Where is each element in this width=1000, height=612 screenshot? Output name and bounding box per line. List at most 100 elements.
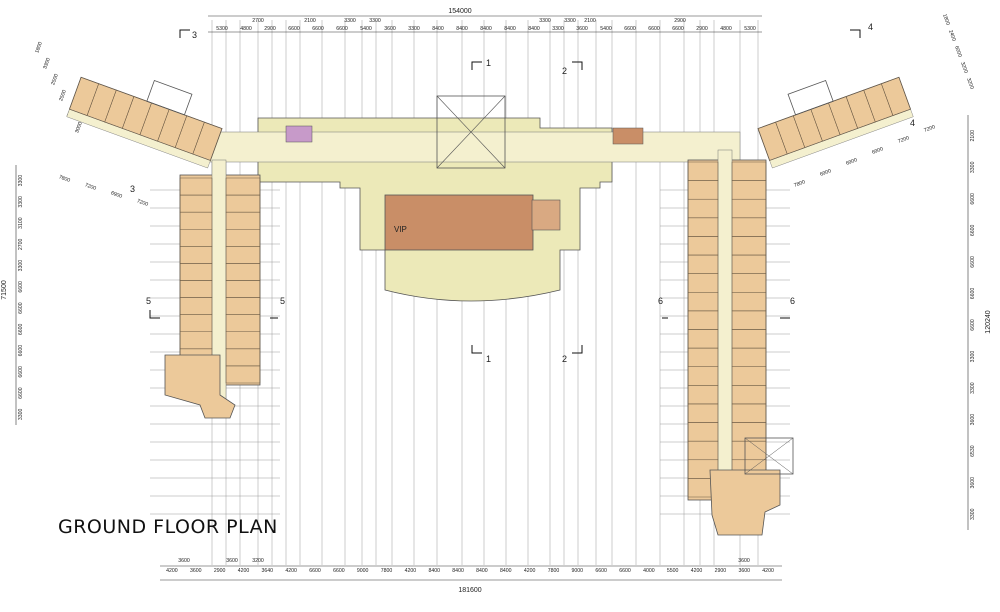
dimension-label: 5300: [216, 26, 228, 32]
dimension-label: 6600: [18, 323, 24, 335]
dimension-label: 3300: [539, 18, 551, 24]
right-dimension-chain: 2100330066006600660066006600330033003600…: [793, 13, 976, 530]
dimension-label: 3200: [959, 61, 969, 74]
dimension-label: 2900: [696, 26, 708, 32]
section-marker-3-top: 3: [192, 30, 197, 40]
dimension-label: 6600: [18, 281, 24, 293]
dimension-label: 2100: [970, 130, 976, 142]
guest-room: [225, 365, 261, 384]
dimension-label: 6600: [619, 568, 631, 574]
dimension-label: 4200: [524, 568, 536, 574]
dimension-label: 6600: [333, 568, 345, 574]
dimension-label: 8400: [528, 26, 540, 32]
dimension-label: 2700: [18, 238, 24, 250]
central-lobby: VIP: [209, 95, 741, 302]
dimension-label: 3000: [74, 121, 84, 134]
dimension-label: 3600: [384, 26, 396, 32]
dimension-label: 2500: [50, 73, 60, 86]
top-total-dimension: 154000: [448, 8, 471, 15]
dimension-label: 7800: [793, 179, 806, 189]
section-markers: [149, 29, 861, 354]
plan-title: GROUND FLOOR PLAN: [58, 516, 278, 538]
dimension-label: 2900: [715, 568, 727, 574]
dimension-label: 6000: [953, 45, 963, 58]
dimension-label: 8400: [504, 26, 516, 32]
dimension-label: 6600: [595, 568, 607, 574]
dimension-label: 8400: [476, 568, 488, 574]
dimension-label: 3300: [18, 260, 24, 272]
dimension-label: 6600: [970, 319, 976, 331]
dimension-label: 6600: [309, 568, 321, 574]
dimension-label: 3640: [262, 568, 274, 574]
dimension-label: 3100: [18, 217, 24, 229]
dimension-label: 7800: [58, 174, 71, 184]
dimension-label: 3600: [970, 477, 976, 489]
guest-room: [880, 76, 911, 116]
dimension-label: 8400: [456, 26, 468, 32]
left-angled-wing: [66, 76, 223, 169]
dimension-label: 7800: [548, 568, 560, 574]
dimension-label: 3300: [18, 408, 24, 420]
dimension-label: 6600: [18, 387, 24, 399]
dimension-label: 3600: [738, 558, 750, 564]
dimension-label: 6900: [819, 168, 832, 178]
dimension-label: 4200: [166, 568, 178, 574]
left-guest-wing: [164, 159, 261, 419]
dimension-label: 3200: [252, 558, 264, 564]
section-marker-4-top: 4: [868, 22, 873, 32]
dimension-label: 2900: [264, 26, 276, 32]
dimension-label: 3300: [408, 26, 420, 32]
dimension-label: 6600: [970, 256, 976, 268]
dimension-label: 4200: [762, 568, 774, 574]
dimension-label: 3600: [190, 568, 202, 574]
dimension-label: 3300: [970, 508, 976, 520]
dimension-label: 5400: [360, 26, 372, 32]
dimension-label: 3600: [178, 558, 190, 564]
dimension-label: 6900: [871, 146, 884, 156]
dimension-label: 3300: [18, 175, 24, 187]
dimension-label: 6600: [970, 193, 976, 205]
dimension-label: 3300: [564, 18, 576, 24]
dimension-label: 2900: [674, 18, 686, 24]
dimension-label: 6600: [672, 26, 684, 32]
dimension-label: 6600: [336, 26, 348, 32]
guest-room: [192, 121, 223, 161]
dimension-label: 8400: [500, 568, 512, 574]
dimension-label: 3200: [965, 77, 975, 90]
dimension-label: 6600: [18, 302, 24, 314]
left-dimension-chain: 3300660066006600660066006600330027003100…: [15, 41, 149, 425]
dimension-label: 3300: [344, 18, 356, 24]
dimension-label: 2100: [584, 18, 596, 24]
section-marker-3-bottom: 3: [130, 184, 135, 194]
dimension-label: 3300: [970, 351, 976, 363]
section-marker-4-bottom: 4: [910, 118, 915, 128]
dimension-label: 4200: [285, 568, 297, 574]
section-marker-5-left: 5: [146, 296, 151, 306]
dimension-label: 6900: [845, 157, 858, 167]
dimension-label: 3600: [576, 26, 588, 32]
dimension-label: 4000: [643, 568, 655, 574]
dimension-label: 2400: [947, 29, 957, 42]
dimension-label: 8400: [480, 26, 492, 32]
dimension-label: 6600: [288, 26, 300, 32]
section-marker-6-right: 6: [790, 296, 795, 306]
dimension-label: 2500: [58, 89, 68, 102]
section-marker-2-bottom: 2: [562, 354, 567, 364]
dimension-label: 6600: [312, 26, 324, 32]
dimension-label: 5400: [600, 26, 612, 32]
dimension-label: 7200: [923, 124, 936, 134]
dimension-label: 3600: [738, 568, 750, 574]
section-marker-6-left: 6: [658, 296, 663, 306]
section-marker-5-right: 5: [280, 296, 285, 306]
dimension-label: 6600: [970, 225, 976, 237]
dimension-label: 7200: [897, 135, 910, 145]
section-marker-1-top: 1: [486, 58, 491, 68]
dimension-label: 4800: [240, 26, 252, 32]
dimension-label: 2900: [214, 568, 226, 574]
dimension-label: 8400: [428, 568, 440, 574]
dimension-label: 3600: [970, 414, 976, 426]
dimension-label: 6600: [624, 26, 636, 32]
dimension-label: 5500: [667, 568, 679, 574]
